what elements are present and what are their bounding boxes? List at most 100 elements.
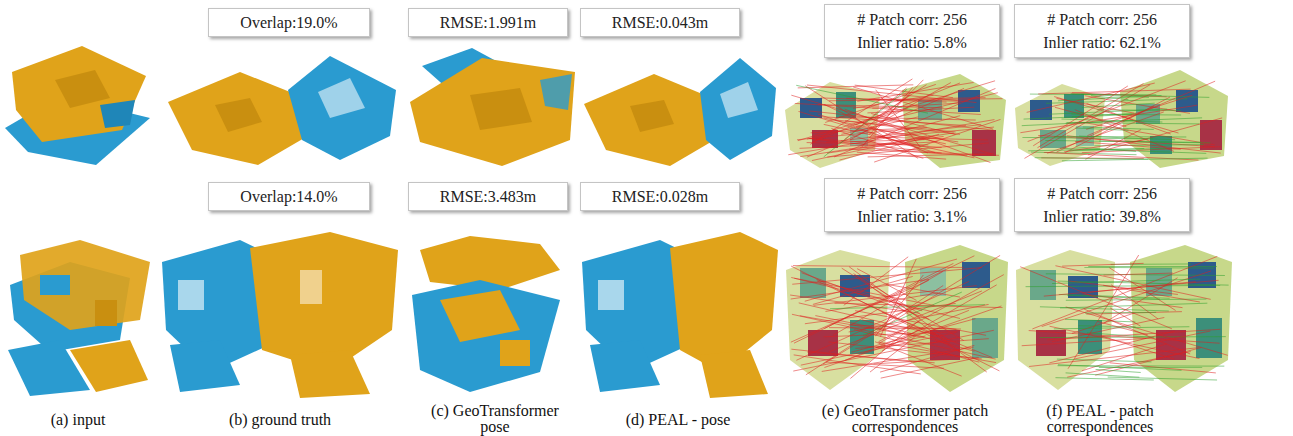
correspondence-line — [869, 98, 986, 100]
correspondence-line — [794, 256, 974, 343]
patch-clouds-e1 — [785, 74, 1006, 168]
correspondence-line — [1067, 295, 1160, 299]
correspondence-line — [1087, 81, 1215, 136]
box-text: RMSE:1.991m — [421, 9, 555, 36]
correspondence-line — [1071, 114, 1181, 116]
correspondence-line — [800, 316, 925, 338]
correspondence-line — [855, 85, 953, 98]
correspondence-line — [805, 303, 956, 323]
correspondence-line — [1110, 308, 1140, 326]
correspondence-line — [851, 319, 975, 353]
correspondence-line — [1027, 83, 1155, 112]
correspondence-line — [1082, 147, 1221, 153]
box-text: # Patch corr: 256 — [1027, 182, 1177, 205]
patch-clouds-f1 — [1015, 70, 1228, 168]
box-text: # Patch corr: 256 — [837, 8, 987, 31]
metric-box: RMSE:0.043m — [580, 8, 740, 37]
correspondence-line — [1022, 338, 1147, 345]
panel-caption: (b) ground truth — [205, 412, 355, 428]
correspondence-line — [1062, 263, 1143, 266]
correspondence-line — [1068, 255, 1139, 369]
correspondence-line — [1099, 367, 1202, 368]
correspondence-line — [823, 255, 1000, 364]
correspondence-line — [1049, 109, 1167, 114]
geotransformer-pose-cloud — [410, 48, 575, 166]
correspondence-line — [827, 136, 944, 153]
correspondence-line — [1029, 331, 1220, 344]
correspondence-line — [793, 266, 964, 268]
correspondence-line — [827, 143, 988, 157]
correspondence-line — [807, 93, 998, 139]
correspondence-line — [1020, 267, 1172, 329]
correspondence-line — [1078, 326, 1135, 327]
correspondence-line — [1103, 273, 1172, 275]
correspondence-line — [1035, 158, 1149, 159]
correspondence-line — [849, 304, 989, 332]
patch-clouds-f2 — [1016, 245, 1232, 392]
correspondence-line — [1086, 95, 1192, 129]
correspondence-line — [1032, 256, 1217, 329]
correspondence-line — [815, 316, 916, 337]
metric-box: Overlap:14.0% — [208, 182, 370, 211]
box-text: RMSE:0.043m — [593, 9, 727, 36]
correspondence-line — [1028, 81, 1186, 142]
stats-box: # Patch corr: 256Inlier ratio: 62.1% — [1014, 4, 1190, 58]
panel-caption: (c) GeoTransformer pose — [420, 403, 570, 435]
correspondence-line — [811, 127, 927, 132]
geotransformer-pose-cloud-2 — [412, 236, 560, 392]
correspondence-line — [1022, 137, 1152, 139]
input-cloud — [5, 46, 150, 165]
correspondence-line — [1033, 86, 1128, 146]
correspondence-line — [1108, 377, 1217, 380]
correspondence-line — [791, 266, 999, 371]
box-text: RMSE:0.028m — [593, 183, 727, 210]
peal-pose-cloud — [584, 58, 776, 166]
correspondence-line — [844, 257, 908, 305]
correspondence-line — [1085, 312, 1156, 314]
correspondence-line — [874, 119, 1000, 162]
correspondence-line — [1065, 97, 1170, 153]
correspondence-line — [1088, 282, 1195, 293]
correspondence-line — [822, 347, 974, 371]
metric-box: RMSE:0.028m — [580, 182, 740, 211]
metric-box: RMSE:3.483m — [408, 182, 568, 211]
correspondence-line — [1104, 278, 1178, 324]
correspondence-line — [798, 81, 995, 141]
correspondence-line — [1029, 348, 1198, 367]
box-text: Inlier ratio: 62.1% — [1027, 31, 1177, 54]
correspondence-line — [1024, 115, 1132, 120]
correspondence-line — [800, 142, 938, 148]
correspondence-line — [833, 272, 943, 336]
correspondence-line — [1065, 319, 1135, 322]
stats-box: # Patch corr: 256Inlier ratio: 5.8% — [824, 4, 1000, 58]
correspondence-line — [1066, 373, 1140, 377]
box-text: # Patch corr: 256 — [837, 182, 987, 205]
correspondence-line — [793, 330, 994, 371]
correspondence-line — [1075, 141, 1181, 149]
correspondence-line — [1062, 158, 1208, 161]
ground-truth-cloud-2 — [162, 232, 398, 398]
box-text: RMSE:3.483m — [421, 183, 555, 210]
correspondence-line — [1088, 266, 1217, 267]
correspondence-line — [1042, 271, 1211, 327]
correspondence-line — [805, 259, 957, 301]
correspondence-line — [1052, 279, 1200, 283]
correspondence-line — [1026, 285, 1221, 286]
box-text: Inlier ratio: 39.8% — [1027, 205, 1177, 228]
correspondence-line — [1067, 123, 1200, 124]
correspondence-line — [1084, 267, 1214, 269]
correspondence-line — [801, 332, 956, 365]
box-text: Inlier ratio: 5.8% — [837, 31, 987, 54]
correspondence-line — [806, 286, 943, 375]
correspondence-line — [860, 147, 967, 156]
panel-caption: (d) PEAL - pose — [603, 412, 753, 428]
correspondence-line — [1046, 99, 1187, 104]
box-text: Overlap:14.0% — [221, 183, 357, 210]
correspondence-line — [791, 280, 929, 342]
peal-pose-cloud-2 — [582, 232, 778, 398]
correspondence-line — [1024, 85, 1150, 159]
box-text: Inlier ratio: 3.1% — [837, 205, 987, 228]
correspondence-line — [1060, 303, 1207, 308]
correspondence-line — [1084, 309, 1190, 354]
correspondence-line — [854, 274, 987, 372]
